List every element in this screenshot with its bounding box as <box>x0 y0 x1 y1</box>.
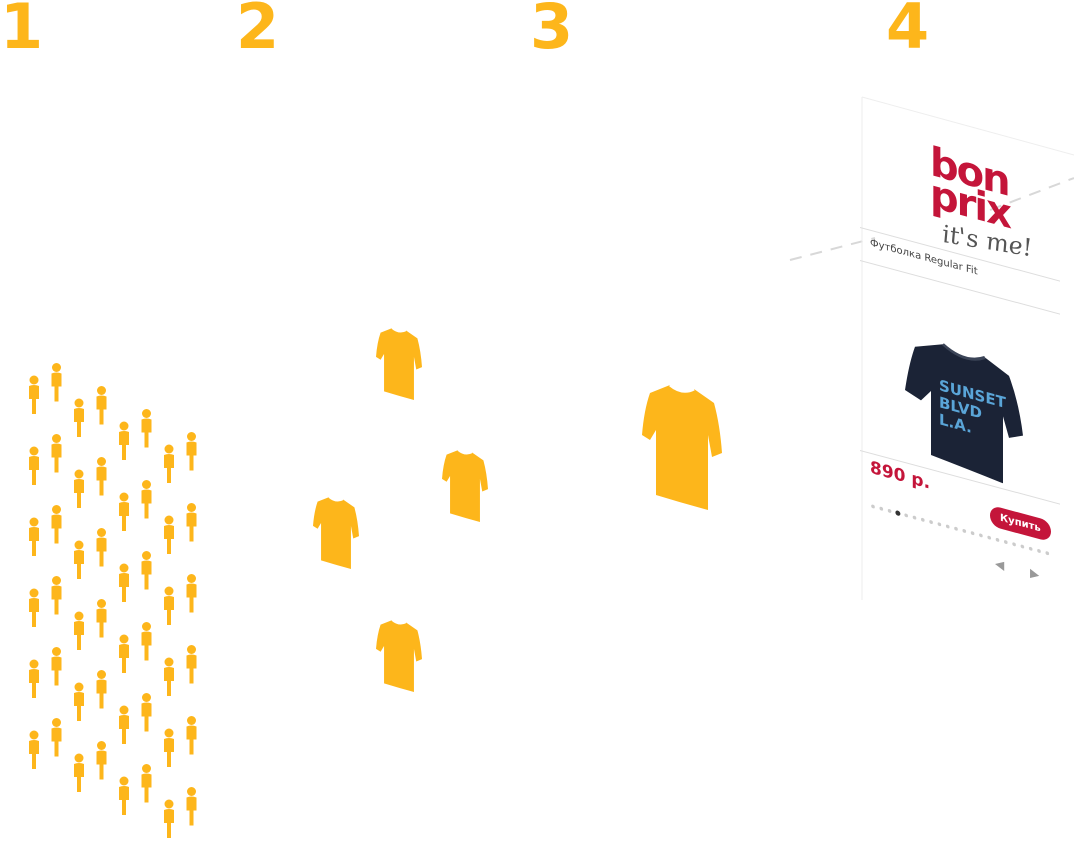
person-icon <box>119 492 129 531</box>
person-icon <box>164 515 174 554</box>
person-icon <box>186 716 197 755</box>
person-icon <box>96 386 107 425</box>
person-icon <box>29 730 39 769</box>
carousel-dot[interactable] <box>987 535 991 540</box>
person-icon <box>74 398 84 437</box>
person-icon <box>141 551 152 590</box>
carousel-dot[interactable] <box>1020 544 1025 549</box>
person-icon <box>186 574 197 613</box>
person-icon <box>164 586 174 625</box>
person-icon <box>119 421 129 460</box>
carousel-dot[interactable] <box>970 531 975 536</box>
person-icon <box>141 622 152 661</box>
person-icon <box>29 659 39 698</box>
bonprix-logo: bon prix it's me! <box>930 139 1050 274</box>
person-icon <box>51 363 62 402</box>
person-icon <box>51 718 62 757</box>
dark-tshirt-icon <box>905 343 1023 484</box>
product-price: 890 р. <box>870 457 931 494</box>
person-icon <box>141 480 152 519</box>
person-icon <box>51 647 62 686</box>
step-number-1: 1 <box>0 0 44 63</box>
tshirt-group <box>313 328 722 692</box>
tshirt-icon <box>376 328 422 400</box>
people-crowd <box>29 363 197 838</box>
step-number-2: 2 <box>236 0 280 63</box>
person-icon <box>186 503 197 542</box>
person-icon <box>119 634 129 673</box>
step-number-3: 3 <box>530 0 574 63</box>
person-icon <box>164 444 174 483</box>
person-icon <box>74 469 84 508</box>
person-icon <box>74 682 84 721</box>
product-image[interactable]: SUNSET BLVD L.A. <box>905 332 1025 489</box>
carousel-dot[interactable] <box>1028 546 1033 551</box>
person-icon <box>96 670 107 709</box>
person-icon <box>96 741 107 780</box>
person-icon <box>29 517 39 556</box>
carousel-dot[interactable] <box>879 506 884 511</box>
person-icon <box>96 599 107 638</box>
carousel-dot[interactable] <box>904 513 909 518</box>
person-icon <box>186 432 197 471</box>
person-icon <box>119 776 129 815</box>
tshirt-icon <box>642 385 722 510</box>
carousel-dot[interactable] <box>1012 542 1016 547</box>
carousel-dot[interactable] <box>962 529 967 534</box>
person-icon <box>96 528 107 567</box>
person-icon <box>119 705 129 744</box>
person-icon <box>29 588 39 627</box>
carousel-dot[interactable] <box>871 504 875 509</box>
carousel-dot[interactable] <box>887 509 892 514</box>
person-icon <box>141 764 152 803</box>
carousel-dots[interactable] <box>870 503 1055 559</box>
tshirt-icon <box>313 497 359 569</box>
bonprix-ad-banner[interactable]: bon prix it's me! Футболка Regular Fit S… <box>860 95 1074 675</box>
carousel-dot[interactable] <box>1037 549 1041 554</box>
carousel-dot[interactable] <box>979 533 983 538</box>
person-icon <box>29 375 39 414</box>
person-icon <box>74 753 84 792</box>
person-icon <box>119 563 129 602</box>
carousel-dot[interactable] <box>937 522 942 527</box>
person-icon <box>51 576 62 615</box>
person-icon <box>141 409 152 448</box>
person-icon <box>186 645 197 684</box>
person-icon <box>186 787 197 826</box>
tshirt-icon <box>376 620 422 692</box>
panel-frame-lines <box>861 96 1074 600</box>
carousel-dot[interactable] <box>895 510 901 516</box>
person-icon <box>96 457 107 496</box>
person-icon <box>164 728 174 767</box>
person-icon <box>164 799 174 838</box>
tshirt-icon <box>442 450 488 522</box>
carousel-dot[interactable] <box>995 537 1000 543</box>
dashed-guide-lines <box>789 177 1074 261</box>
person-icon <box>141 693 152 732</box>
carousel-dot[interactable] <box>1004 540 1008 545</box>
person-icon <box>51 505 62 544</box>
person-icon <box>74 611 84 650</box>
person-icon <box>74 540 84 579</box>
next-arrow-icon[interactable]: ▶ <box>1030 565 1040 583</box>
carousel-dot[interactable] <box>912 515 917 520</box>
step-number-4: 4 <box>886 0 930 63</box>
carousel-dot[interactable] <box>929 520 933 525</box>
person-icon <box>51 434 62 473</box>
carousel-dot[interactable] <box>1045 551 1050 556</box>
carousel-dot[interactable] <box>945 524 950 529</box>
prev-arrow-icon[interactable]: ◀ <box>995 556 1005 573</box>
person-icon <box>29 446 39 485</box>
carousel-dot[interactable] <box>954 526 958 531</box>
carousel-dot[interactable] <box>921 517 925 523</box>
person-icon <box>164 657 174 696</box>
